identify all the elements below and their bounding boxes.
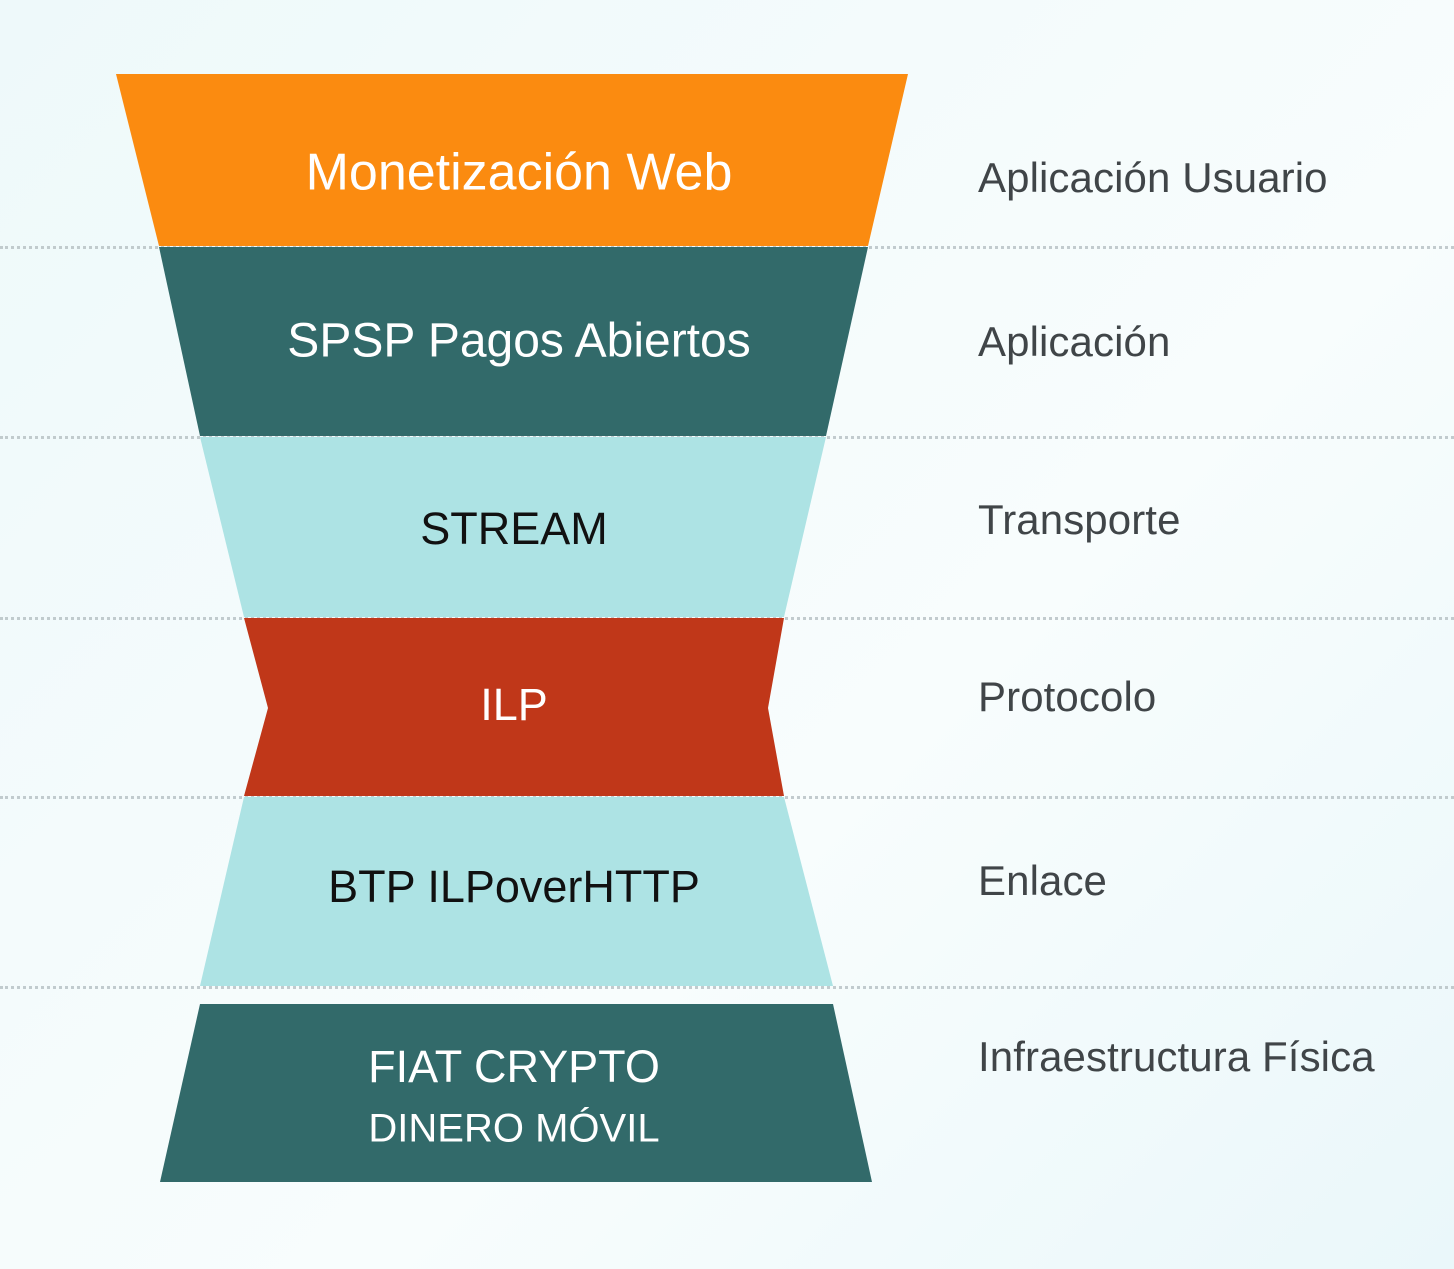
layer-shape-monetizacion-web[interactable]: [116, 74, 908, 246]
layer-label-monetizacion-web: Monetización Web: [306, 144, 733, 202]
layer-shape-stream[interactable]: [200, 437, 826, 617]
layer-shape-btp-ilpoverhttp[interactable]: [200, 797, 833, 986]
layer-label-btp-ilpoverhttp: BTP ILPoverHTTP: [328, 861, 700, 912]
side-label-protocolo: Protocolo: [978, 673, 1157, 720]
layer-label-fiat-crypto: FIAT CRYPTO: [368, 1041, 660, 1092]
side-label-enlace: Enlace: [978, 857, 1108, 904]
layer-label-spsp-pagos-abiertos: SPSP Pagos Abiertos: [287, 315, 750, 368]
layer-label-stream: STREAM: [420, 503, 608, 554]
side-label-aplicacion-usuario: Aplicación Usuario: [978, 154, 1328, 201]
layer-shape-fiat-crypto-dinero-movil[interactable]: [160, 1004, 872, 1182]
separator-line-5: [0, 986, 1454, 989]
layer-label-ilp: ILP: [480, 679, 548, 730]
side-label-infraestructura-fisica: Infraestructura Física: [978, 1033, 1375, 1080]
layer-label-dinero-movil: DINERO MÓVIL: [368, 1106, 659, 1151]
layer-shape-spsp-pagos-abiertos[interactable]: [159, 247, 868, 436]
side-label-aplicacion: Aplicación: [978, 318, 1171, 365]
layer-shape-ilp[interactable]: [244, 618, 784, 796]
side-label-transporte: Transporte: [978, 496, 1181, 543]
